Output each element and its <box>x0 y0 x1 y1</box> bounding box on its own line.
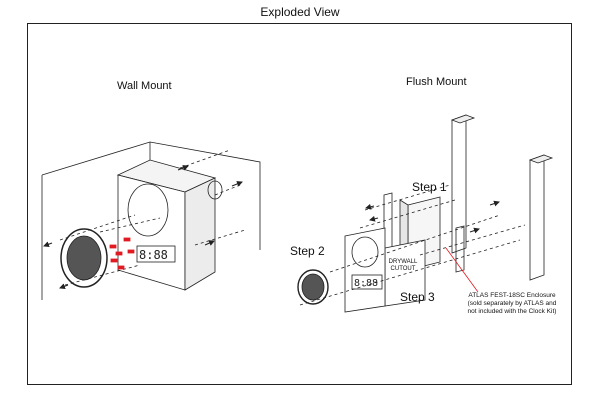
wall-box-opening <box>127 183 169 237</box>
wall-mount-illustration: 8:88 <box>41 141 261 300</box>
wall-speaker-baffle <box>60 228 108 288</box>
bracket-right <box>455 225 465 273</box>
stud-panel-right <box>529 154 545 281</box>
faceplate-opening <box>351 236 379 268</box>
drywall-cutout-line2: CUTOUT <box>390 266 416 272</box>
flush-speaker-baffle <box>297 269 329 305</box>
flush-screw-arrows <box>365 200 500 234</box>
flush-speaker-grille <box>301 273 325 301</box>
wall-speaker-grille <box>66 235 102 281</box>
wall-box-front <box>117 174 186 291</box>
drywall-cutout-label: DRYWALL CUTOUT <box>388 259 418 273</box>
svg-text:8:88: 8:88 <box>139 248 168 262</box>
enclosure-leader-line <box>445 247 479 293</box>
wall-mount-guide-lines <box>59 149 246 286</box>
svg-text:8:88: 8:88 <box>354 278 378 289</box>
wall-box-side <box>184 177 216 291</box>
wall-speaker-mount <box>207 180 223 200</box>
drywall-cutout-line1: DRYWALL <box>388 259 418 265</box>
wall-clock-display <box>136 245 176 263</box>
step-1-label: Step 1 <box>412 180 447 194</box>
wall-mount-title: Wall Mount <box>117 80 172 92</box>
flush-mount-illustration: 8:88 <box>297 114 554 313</box>
flush-mount-title: Flush Mount <box>406 76 467 88</box>
red-mounting-screws <box>109 237 135 270</box>
wall-screw-arrows <box>43 165 243 290</box>
enclosure-note-line3: not included with the Clock Kit) <box>467 308 557 315</box>
flush-mount-guide-lines <box>299 184 526 306</box>
enclosure-note-line2: (sold separately by ATLAS and <box>467 300 557 307</box>
step-2-label: Step 2 <box>290 244 325 258</box>
flush-clock-display <box>351 274 383 290</box>
enclosure-note: ATLAS FEST-18SC Enclosure (sold separate… <box>452 292 572 316</box>
enclosure-note-line1: ATLAS FEST-18SC Enclosure <box>468 292 556 299</box>
step-3-label: Step 3 <box>400 290 435 304</box>
room-wall-lines <box>41 141 261 300</box>
faceplate <box>344 227 386 313</box>
page-title: Exploded View <box>260 5 340 19</box>
diagram-frame <box>27 23 572 385</box>
